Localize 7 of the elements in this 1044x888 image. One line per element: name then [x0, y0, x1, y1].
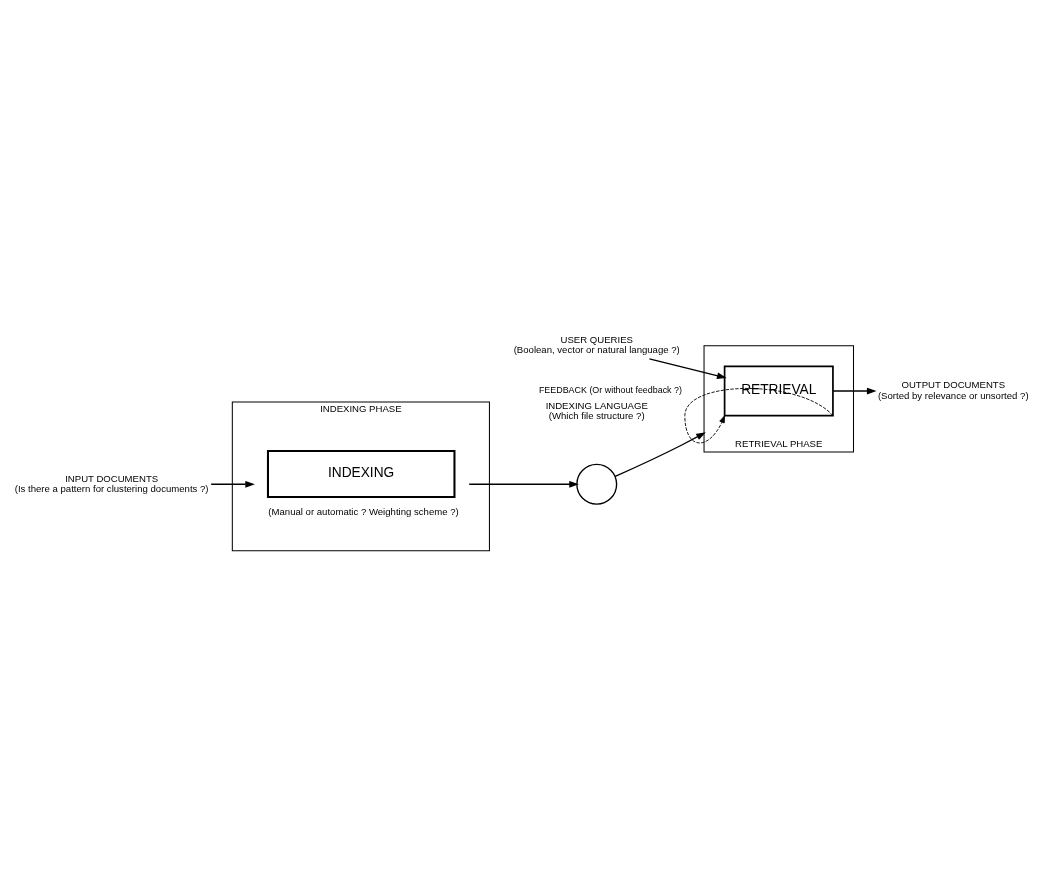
- node-label: (Manual or automatic ? Weighting scheme ?): [268, 505, 459, 517]
- node-text: USER QUERIES (Boolean, vector or natural language ?): [513, 333, 680, 355]
- node-text: INPUT DOCUMENTS (Is there a pattern for clustering documents ?): [14, 472, 209, 494]
- node-text: OUTPUT DOCUMENTS (Sorted by relevance or unsorted ?): [877, 378, 1029, 401]
- node-label: (Which file structure ?): [548, 409, 645, 421]
- edge-label: FEEDBACK (Or without feedback ?): [538, 384, 682, 395]
- node-label: INDEXING LANGUAGE: [545, 399, 648, 411]
